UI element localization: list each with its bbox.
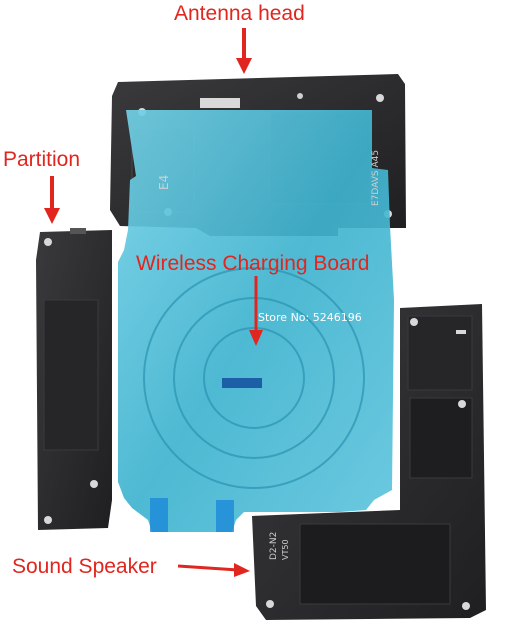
speaker-code-marking: D2-N2	[269, 532, 279, 560]
store-watermark: Store No: 5246196	[258, 311, 362, 324]
partition-plate	[36, 228, 112, 530]
antenna-head-label: Antenna head	[174, 2, 305, 25]
speaker-arrow-icon	[177, 563, 250, 577]
speaker-sub-marking: VT50	[281, 539, 290, 560]
wireless-charging-board-label: Wireless Charging Board	[136, 252, 370, 275]
partition-arrow-icon	[44, 176, 60, 224]
sound-speaker-label: Sound Speaker	[12, 555, 157, 578]
antenna-arrow-icon	[236, 28, 252, 74]
wireless-arrow-icon	[249, 276, 263, 346]
antenna-code-marking: E7DAVS A45	[371, 150, 381, 206]
antenna-letter-marking: E4	[157, 175, 171, 190]
partition-label: Partition	[3, 148, 81, 171]
sound-speaker-module	[252, 304, 486, 620]
